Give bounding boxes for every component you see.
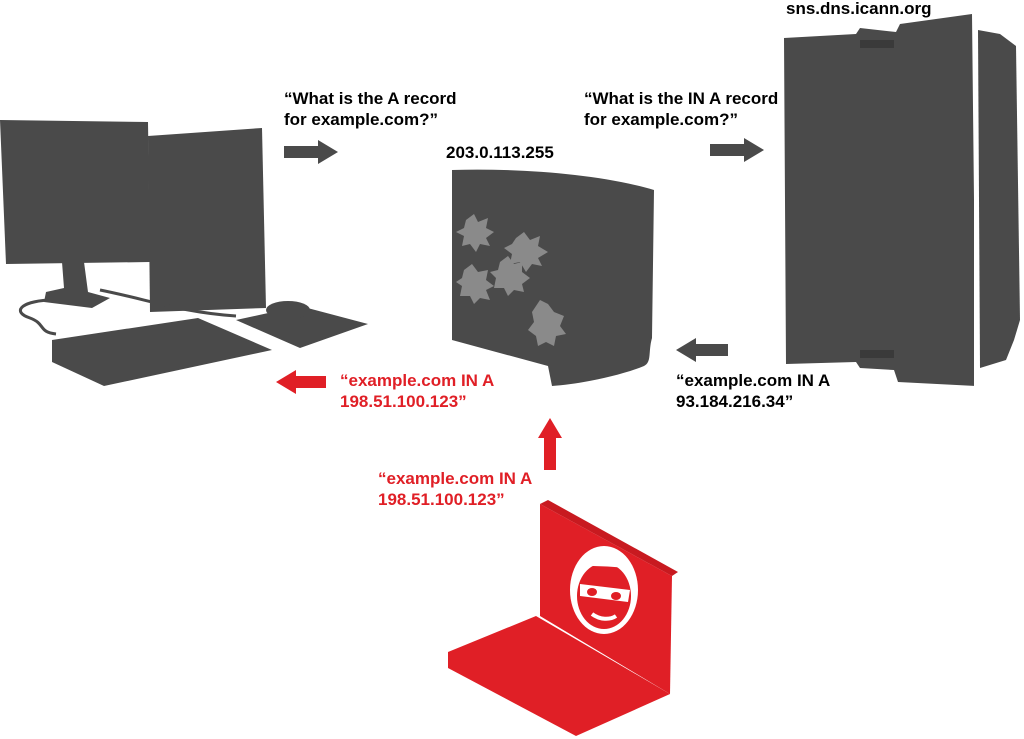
laptop-icon bbox=[448, 500, 678, 736]
server-rack-icon bbox=[784, 14, 1020, 386]
legit-answer-label: “example.com IN A 93.184.216.34” bbox=[676, 370, 830, 412]
right-arrow-icon bbox=[284, 140, 338, 164]
client-query-line1: “What is the A record bbox=[284, 88, 457, 109]
server-icon bbox=[452, 170, 654, 386]
left-arrow-icon-attack bbox=[276, 370, 326, 394]
left-arrow-icon bbox=[676, 338, 728, 362]
resolver-ip-label: 203.0.113.255 bbox=[446, 142, 554, 163]
poisoned-answer-line2: 198.51.100.123” bbox=[340, 391, 494, 412]
legit-answer-line2: 93.184.216.34” bbox=[676, 391, 830, 412]
authoritative-server-hostname: sns.dns.icann.org bbox=[786, 0, 931, 19]
resolver-query-label: “What is the IN A record for example.com… bbox=[584, 88, 778, 130]
poisoned-answer-line1: “example.com IN A bbox=[340, 370, 494, 391]
up-arrow-icon-attack bbox=[538, 418, 562, 470]
resolver-query-line2: for example.com?” bbox=[584, 109, 778, 130]
attacker-injection-label: “example.com IN A 198.51.100.123” bbox=[378, 468, 532, 510]
masked-hacker-icon bbox=[570, 546, 638, 634]
attacker-injection-line1: “example.com IN A bbox=[378, 468, 532, 489]
poisoned-answer-label: “example.com IN A 198.51.100.123” bbox=[340, 370, 494, 412]
attacker-injection-line2: 198.51.100.123” bbox=[378, 489, 532, 510]
right-arrow-icon bbox=[710, 138, 764, 162]
legit-answer-line1: “example.com IN A bbox=[676, 370, 830, 391]
resolver-query-line1: “What is the IN A record bbox=[584, 88, 778, 109]
desktop-computer-icon bbox=[0, 120, 368, 386]
client-query-label: “What is the A record for example.com?” bbox=[284, 88, 457, 130]
client-query-line2: for example.com?” bbox=[284, 109, 457, 130]
